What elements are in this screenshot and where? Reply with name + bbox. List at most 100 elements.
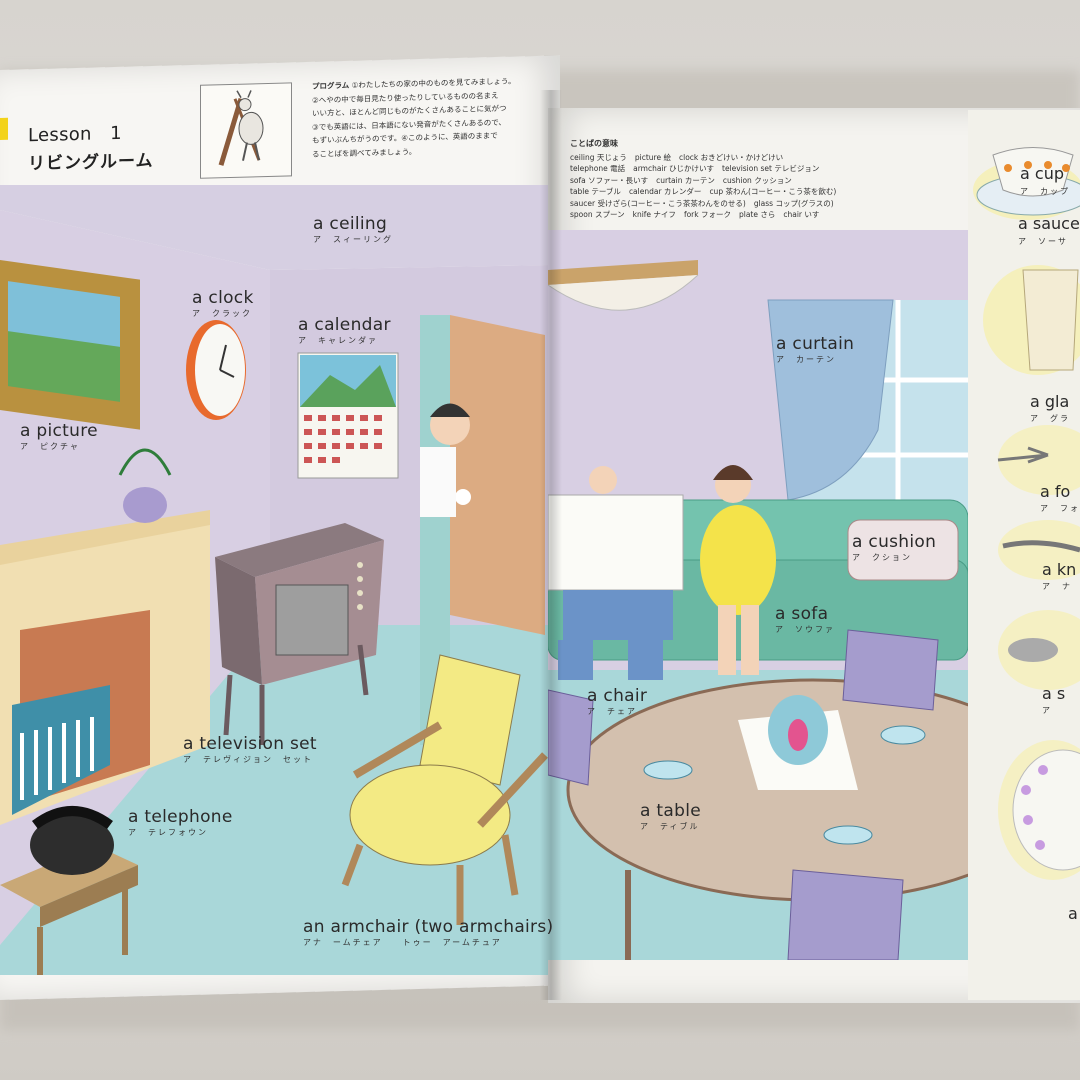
vocab-entry: knife ナイフ bbox=[632, 210, 676, 219]
vocab-entry: telephone 電話 bbox=[570, 164, 626, 173]
strip-label-cup-jp: ア カップ bbox=[1020, 187, 1070, 196]
vocab-entry: cushion クッション bbox=[722, 175, 792, 185]
label-television-jp: ア テレヴィジョン セット bbox=[183, 755, 313, 764]
calendar-drawing bbox=[297, 352, 399, 479]
strip-label-cup-en: a cup bbox=[1020, 164, 1064, 183]
label-clock-en: a clock bbox=[192, 288, 254, 308]
vocab-entry: cup 茶わん(コーヒー・こう茶を飲む) bbox=[709, 187, 837, 196]
living-room-scene-right bbox=[548, 230, 968, 960]
woman-knitting-drawing bbox=[700, 465, 776, 675]
label-ceiling-jp: ア スィーリング bbox=[313, 235, 393, 244]
strip-label-knife-jp: ア ナ bbox=[1042, 582, 1072, 591]
table-drawing bbox=[566, 678, 968, 960]
label-calendar-en: a calendar bbox=[298, 315, 391, 335]
vocab-row: saucer 受けざら(コーヒー・こう茶茶わんをのせる)glass コップ(グラ… bbox=[570, 198, 960, 210]
label-table-jp: ア ティブル bbox=[640, 822, 700, 831]
strip-label-glass-en: a gla bbox=[1030, 392, 1070, 411]
living-room-illustration-left bbox=[0, 185, 550, 975]
program-label: プログラム bbox=[312, 80, 350, 91]
label-clock: a clock ア クラック bbox=[192, 288, 254, 319]
strip-label-knife-en: a kn bbox=[1042, 560, 1077, 579]
label-sofa-jp: ア ソウファ bbox=[775, 625, 835, 634]
vocab-entry: plate さら bbox=[738, 210, 776, 219]
lesson-tab-marker bbox=[0, 117, 8, 140]
vocab-row: table テーブル calendar カレンダー cup 茶わん(コーヒー・こう茶… bbox=[570, 186, 960, 198]
label-cushion: a cushion ア クション bbox=[852, 532, 936, 563]
program-text: プログラム ①わたしたちの家の中のものを見てみましょう。 ②へやの中で毎日見たり… bbox=[312, 74, 550, 161]
television-drawing bbox=[215, 523, 384, 745]
ceiling-lamp-drawing bbox=[548, 260, 699, 311]
armchair-drawing bbox=[341, 654, 548, 925]
label-armchair-jp: アナ ームチェア トゥー アームチュア bbox=[303, 938, 502, 947]
label-chair: a chair ア チェア bbox=[587, 686, 647, 717]
window-curtain-drawing bbox=[767, 299, 968, 530]
vocab-entry: curtain カーテン bbox=[656, 175, 715, 185]
man-reading-newspaper-drawing bbox=[548, 466, 684, 680]
label-television-en: a television set bbox=[183, 734, 317, 754]
label-ceiling: a ceiling ア スィーリング bbox=[313, 214, 393, 245]
strip-label-spoon-en: a s bbox=[1042, 684, 1066, 703]
label-clock-jp: ア クラック bbox=[192, 309, 252, 318]
vocab-entry: table テーブル bbox=[570, 187, 621, 196]
label-curtain-jp: ア カーテン bbox=[776, 355, 836, 364]
vocab-entry: fork フォーク bbox=[683, 210, 731, 219]
label-telephone-jp: ア テレフォウン bbox=[128, 828, 208, 837]
vocab-row: spoon スプーン knife ナイフ fork フォーク plate さら chai… bbox=[570, 209, 960, 221]
label-sofa-en: a sofa bbox=[775, 604, 829, 624]
strip-label-plate-en: a bbox=[1068, 904, 1078, 923]
strip-label-glass-jp: ア グラ bbox=[1030, 414, 1070, 423]
living-room-scene-left bbox=[0, 185, 550, 975]
vocab-entry: chair いす bbox=[783, 210, 820, 219]
living-room-illustration-right bbox=[548, 230, 968, 960]
vocab-entry: spoon スプーン bbox=[570, 210, 625, 219]
label-curtain-en: a curtain bbox=[776, 334, 855, 354]
strip-label-spoon-jp: ア bbox=[1042, 706, 1052, 715]
vocab-entry: calendar カレンダー bbox=[628, 187, 702, 196]
label-calendar: a calendar ア キャレンダァ bbox=[298, 315, 391, 346]
label-picture: a picture ア ピクチャ bbox=[20, 421, 98, 452]
program-line-1: ①わたしたちの家の中のものを見てみましょう。 bbox=[351, 76, 516, 90]
vocab-row: telephone 電話 armchair ひじかけいす television se… bbox=[570, 163, 960, 175]
label-cushion-jp: ア クション bbox=[852, 553, 912, 562]
label-sofa: a sofa ア ソウファ bbox=[775, 604, 835, 635]
left-page: Lesson 1 リビングルーム プログラム ①わたしたちの家の中のものを見てみ… bbox=[0, 55, 560, 1001]
vocab-entry: picture 絵 bbox=[634, 152, 671, 162]
lesson-title: Lesson 1 bbox=[28, 122, 122, 147]
vocab-entry: sofa ソファー・長いす bbox=[570, 175, 649, 185]
label-armchair: an armchair (two armchairs) アナ ームチェア トゥー… bbox=[303, 917, 553, 948]
label-telephone-en: a telephone bbox=[128, 807, 233, 827]
label-armchair-en: an armchair (two armchairs) bbox=[303, 917, 554, 937]
tableware-strip: a cup ア カップ a saucer ア ソーサ a gla ア グラ a … bbox=[968, 110, 1080, 1000]
fireplace-drawing bbox=[0, 448, 210, 825]
label-ceiling-en: a ceiling bbox=[313, 214, 388, 234]
vocab-entry: ceiling 天じょう bbox=[570, 152, 627, 162]
label-table-en: a table bbox=[640, 801, 701, 821]
picture-frame bbox=[0, 260, 140, 430]
lesson-subtitle: リビングルーム bbox=[28, 150, 154, 175]
label-cushion-en: a cushion bbox=[852, 532, 937, 552]
strip-label-saucer-en: a saucer bbox=[1018, 214, 1080, 233]
vocab-entry: television set テレビジョン bbox=[722, 164, 820, 173]
vocabulary-heading: ことばの意味 bbox=[570, 139, 618, 148]
label-table: a table ア ティブル bbox=[640, 801, 701, 832]
telephone-drawing bbox=[0, 806, 138, 975]
tableware-drawings bbox=[973, 147, 1080, 880]
label-chair-jp: ア チェア bbox=[587, 707, 637, 716]
purple-chairs-drawing bbox=[548, 629, 939, 960]
vocab-entry: armchair ひじかけいす bbox=[633, 164, 714, 173]
strip-label-fork-jp: ア フォ bbox=[1040, 504, 1080, 513]
strip-label-fork-en: a fo bbox=[1040, 482, 1071, 501]
label-chair-en: a chair bbox=[587, 686, 648, 706]
vocab-entry: glass コップ(グラスの) bbox=[753, 198, 834, 208]
vocab-row: sofa ソファー・長いす curtain カーテン cushion クッション bbox=[570, 175, 960, 187]
clock-drawing bbox=[186, 320, 246, 420]
book-gutter bbox=[540, 90, 562, 1000]
strip-label-saucer-jp: ア ソーサ bbox=[1018, 237, 1068, 246]
label-television: a television set ア テレヴィジョン セット bbox=[183, 734, 317, 765]
goat-letter-illustration bbox=[200, 82, 292, 179]
label-telephone: a telephone ア テレフォウン bbox=[128, 807, 233, 838]
label-picture-jp: ア ピクチャ bbox=[20, 442, 80, 451]
label-picture-en: a picture bbox=[20, 421, 98, 441]
